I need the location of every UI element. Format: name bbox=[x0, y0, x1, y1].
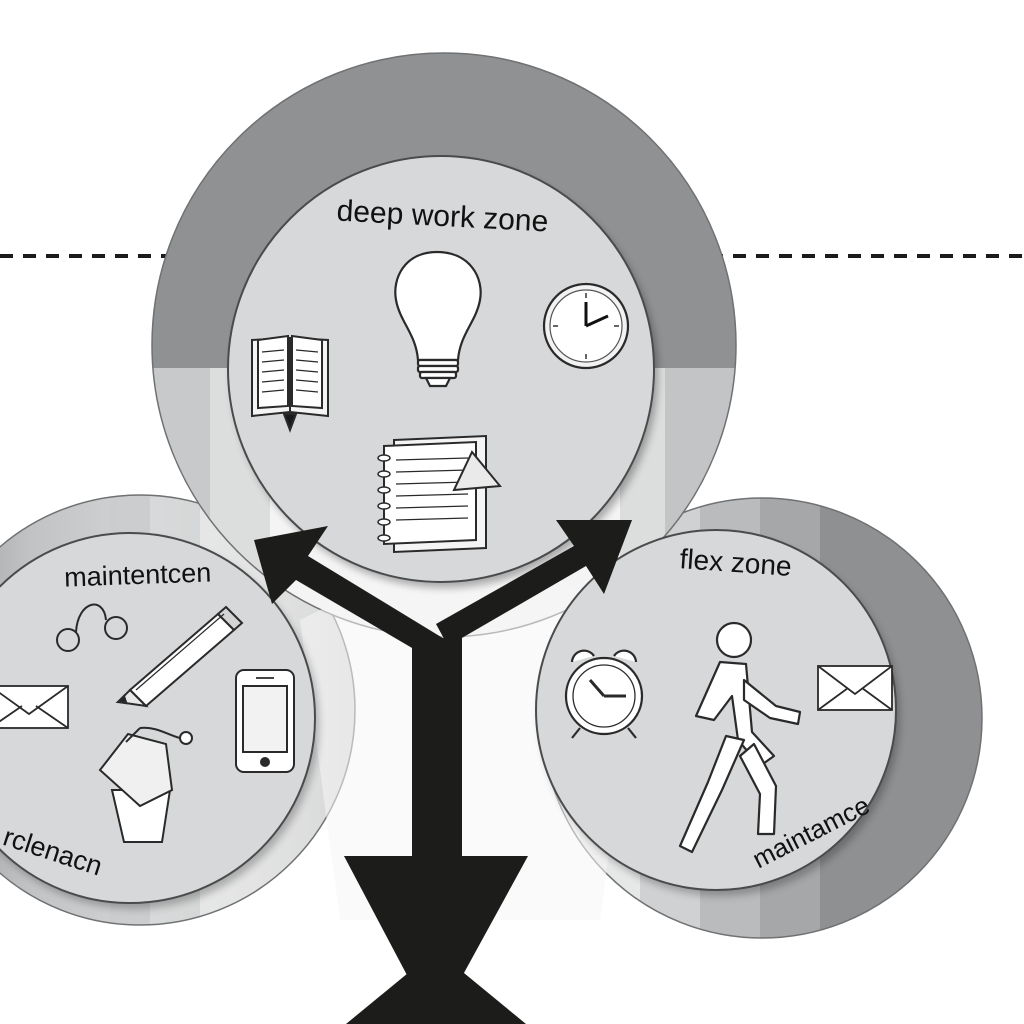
pencil-icon bbox=[115, 605, 244, 708]
maintenance-zone-title: maintentcen bbox=[64, 557, 212, 592]
smartphone-icon bbox=[235, 669, 295, 773]
open-book-icon bbox=[251, 334, 329, 433]
earbuds-icon bbox=[56, 603, 128, 652]
three-way-arrow bbox=[254, 520, 632, 1024]
envelope-icon bbox=[0, 685, 69, 729]
walking-person-icon bbox=[678, 621, 802, 854]
notepad-icon bbox=[377, 434, 502, 554]
lightbulb-icon bbox=[394, 250, 482, 388]
envelope-icon bbox=[817, 665, 893, 711]
cup-icon bbox=[98, 726, 193, 843]
alarm-clock-icon bbox=[564, 649, 644, 739]
wall-clock-icon bbox=[542, 282, 630, 370]
